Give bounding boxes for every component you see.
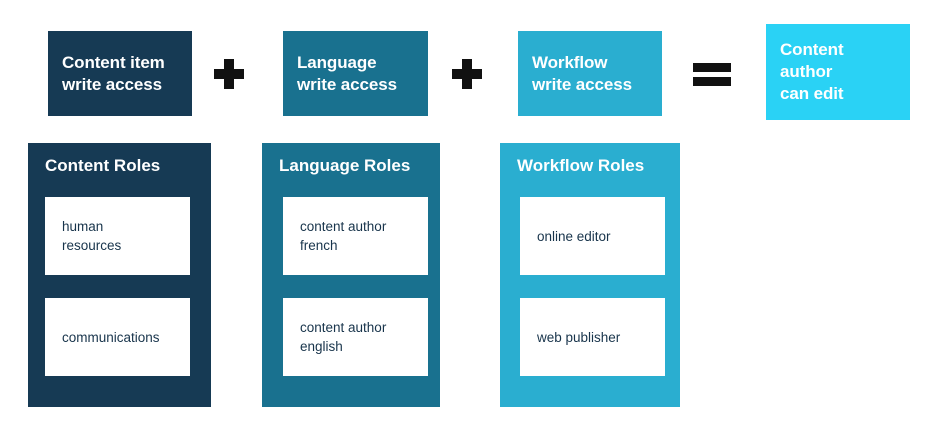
plus-operator-icon xyxy=(212,57,246,91)
equation-term-line: Content item xyxy=(62,52,165,72)
role-card-communications[interactable]: communications xyxy=(45,298,190,376)
role-card-line: online editor xyxy=(537,228,611,244)
equation-term-line: can edit xyxy=(780,84,844,103)
equation-term-line: Language xyxy=(297,52,377,72)
role-card-online-editor[interactable]: online editor xyxy=(520,197,665,275)
role-card-content-author-french[interactable]: content author french xyxy=(283,197,428,275)
role-card-line: french xyxy=(300,238,338,253)
role-card-line: human xyxy=(62,219,104,234)
role-card-line: web publisher xyxy=(537,329,621,345)
role-panel-workflow-roles: Workflow Roles online editor web publisher xyxy=(500,143,680,407)
role-panel-title: Workflow Roles xyxy=(517,156,645,175)
role-card-line: content author xyxy=(300,219,387,234)
role-card-line: communications xyxy=(62,329,160,345)
role-panel-title: Content Roles xyxy=(45,156,161,175)
equation-term-content-author-can-edit: Content author can edit xyxy=(766,24,910,120)
role-card-line: english xyxy=(300,339,343,354)
equals-operator-icon xyxy=(693,61,731,87)
role-card-line: resources xyxy=(62,238,122,253)
equation-term-line: write access xyxy=(297,74,397,94)
equation-term-line: Content xyxy=(780,40,844,59)
role-panel-title: Language Roles xyxy=(279,156,411,175)
role-card-human-resources[interactable]: human resources xyxy=(45,197,190,275)
role-panel-content-roles: Content Roles human resources communication… xyxy=(28,143,211,407)
equation-term-line: write access xyxy=(532,74,632,94)
role-card-web-publisher[interactable]: web publisher xyxy=(520,298,665,376)
equation-term-line: author xyxy=(780,62,833,81)
role-card-line: content author xyxy=(300,320,387,335)
role-card-content-author-english[interactable]: content author english xyxy=(283,298,428,376)
plus-operator-icon xyxy=(450,57,484,91)
equation-term-line: Workflow xyxy=(532,52,608,72)
equation-term-line: write access xyxy=(62,74,162,94)
